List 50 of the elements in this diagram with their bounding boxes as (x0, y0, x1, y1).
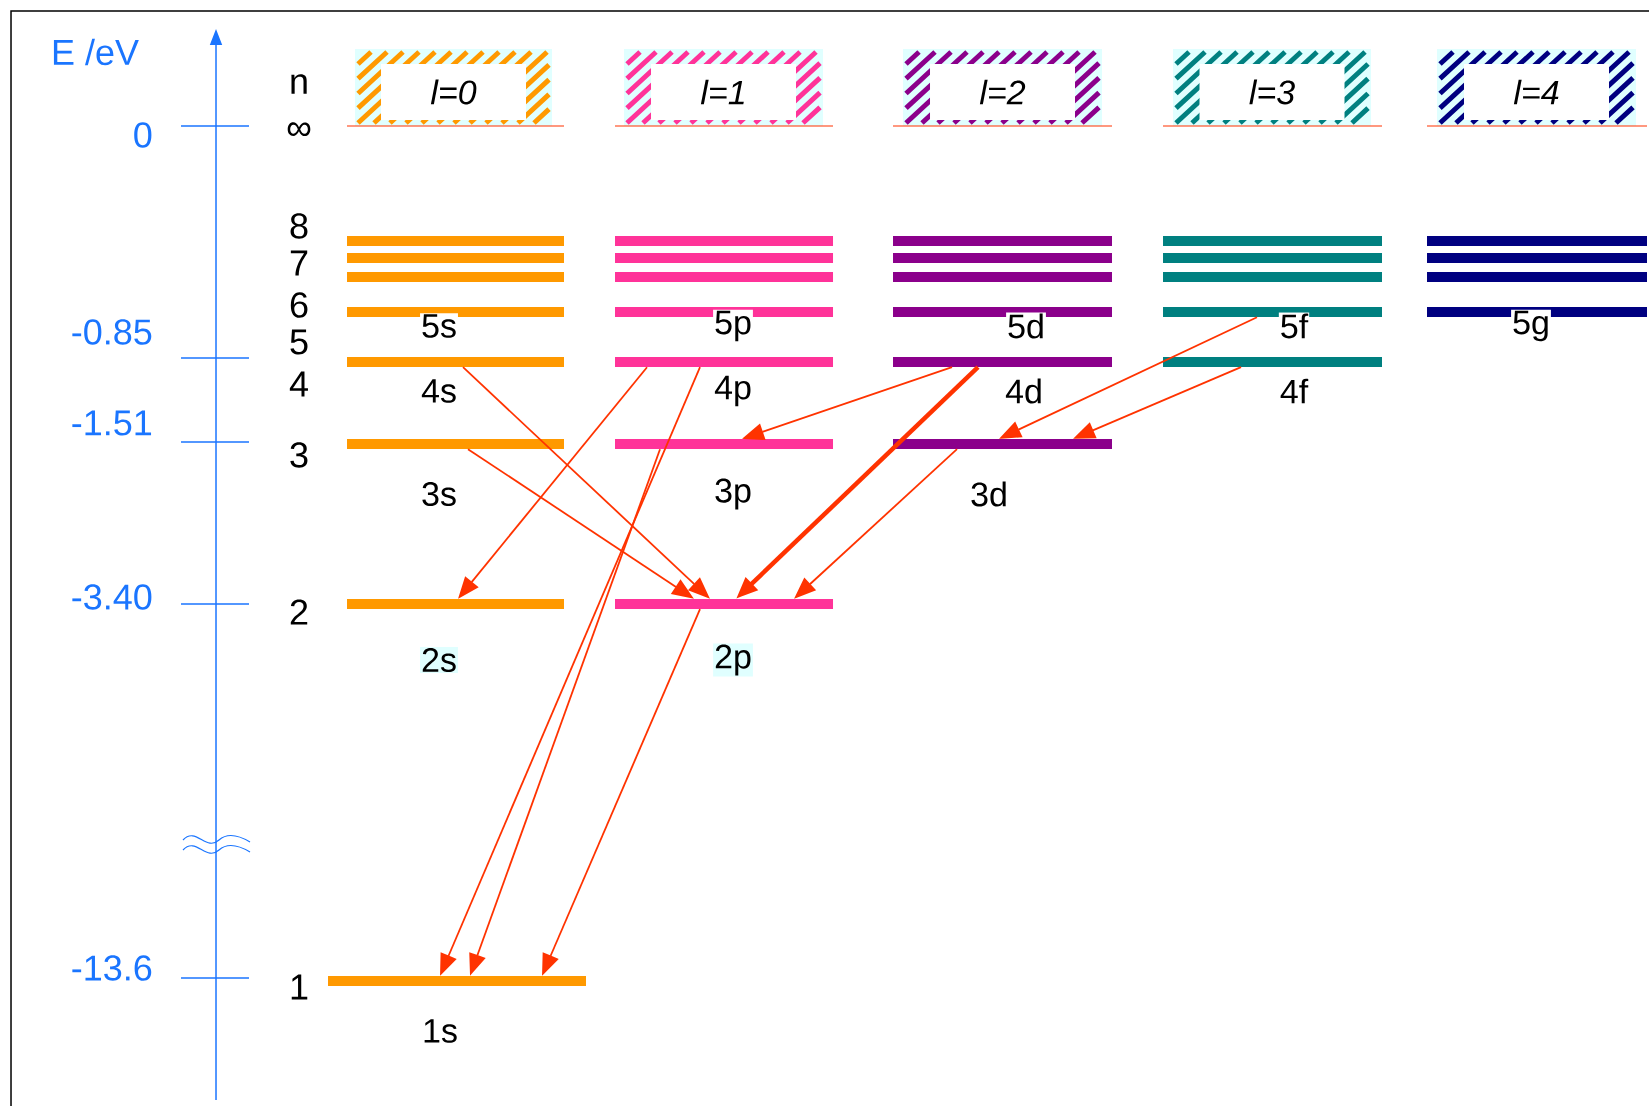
energy-level-bar (1163, 253, 1382, 263)
level-label: 3p (715, 478, 751, 510)
energy-level-bar (615, 253, 833, 263)
level-label: 4d (1005, 378, 1041, 404)
level-label: 5p (713, 309, 753, 343)
axis-value: 0 (134, 122, 152, 148)
energy-level-bar (615, 236, 833, 246)
axis-value: -3.40 (72, 584, 152, 610)
level-label: 4f (1280, 378, 1309, 404)
level-label: 3s (422, 481, 456, 507)
level-label: 4p (714, 375, 751, 407)
quantum-number-label: 4 (289, 371, 308, 397)
axis-value: -1.51 (72, 410, 152, 436)
quantum-number-label: 2 (290, 599, 308, 625)
axis-value: E /eV (53, 38, 139, 66)
level-label: 5s (420, 313, 458, 339)
axis-value: -0.85 (72, 319, 152, 345)
level-label: 2s (420, 646, 458, 674)
quantum-number-label: 6 (290, 292, 308, 318)
energy-level-bar (1427, 272, 1647, 282)
level-label: 5g (1511, 309, 1551, 343)
quantum-number-box: l=1 (614, 49, 834, 127)
level-label: 5f (1278, 312, 1310, 340)
quantum-number-box: l=4 (1426, 49, 1648, 127)
energy-level-bar (1427, 236, 1647, 246)
quantum-number-label: 8 (290, 213, 308, 239)
quantum-number-label: n (291, 74, 307, 94)
quantum-number-box: l=2 (892, 49, 1113, 127)
energy-level-bar (893, 272, 1112, 282)
energy-level-bar (893, 253, 1112, 263)
energy-level-bar (347, 253, 564, 263)
quantum-number-label: 7 (290, 250, 308, 276)
quantum-number-label: 5 (290, 329, 308, 355)
energy-level-bar (347, 272, 564, 282)
quantum-number-box: l=3 (1162, 49, 1383, 127)
level-label: 1s (424, 1019, 457, 1043)
axis-value: -13.6 (72, 955, 152, 981)
energy-level-bar (1427, 253, 1647, 263)
energy-level-bar (347, 236, 564, 246)
quantum-number-label: ∞ (287, 122, 311, 137)
level-label: 3d (971, 481, 1006, 507)
energy-level-bar (615, 272, 833, 282)
energy-level-bar (893, 236, 1112, 246)
energy-level-bar (1163, 236, 1382, 246)
energy-level-bar (1163, 272, 1382, 282)
quantum-number-box: l=0 (346, 49, 565, 127)
level-label: 5d (1006, 312, 1046, 340)
level-label: 4s (421, 379, 456, 403)
level-label: 2p (713, 643, 753, 677)
quantum-number-label: 3 (290, 442, 308, 468)
